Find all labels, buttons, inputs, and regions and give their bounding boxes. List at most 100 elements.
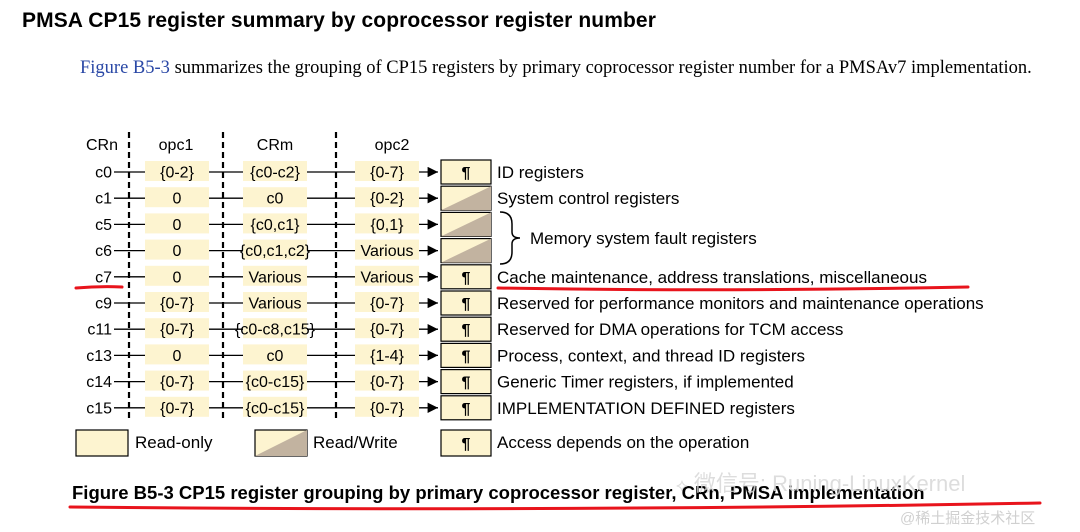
red-underlines (68, 285, 1042, 511)
cell-crm: {c0-c15} (246, 374, 305, 391)
legend-pilcrow-symbol: ¶ (462, 436, 471, 453)
cell-highlight (355, 370, 419, 391)
access-box (440, 264, 492, 290)
cell-highlight (145, 318, 209, 339)
cell-opc1: 0 (173, 217, 182, 234)
cell-highlight (355, 187, 419, 208)
cell-opc2: Various (360, 243, 413, 260)
intro-text: summarizes the grouping of CP15 register… (169, 58, 1032, 78)
access-pilcrow: ¶ (462, 348, 471, 365)
cell-highlight (243, 292, 307, 312)
cell-highlight (243, 265, 307, 286)
cell-opc1: 0 (173, 269, 182, 286)
legend: Read-only Read/Write ¶ Access depends on… (75, 429, 749, 457)
access-box (440, 159, 492, 185)
register-row: c11{0-7}{c0-c8,c15}{0-7}¶Reserved for DM… (87, 316, 843, 342)
fault-registers-brace (499, 211, 521, 265)
cell-crm: Various (248, 269, 301, 286)
cell-crm: {c0-c2} (250, 165, 300, 182)
cell-crm: c0 (267, 348, 284, 365)
cell-crn: c0 (95, 165, 112, 182)
access-box (440, 342, 492, 368)
cell-opc1: 0 (173, 348, 182, 365)
brace-label: Memory system fault registers (530, 229, 757, 248)
cell-crn: c5 (95, 217, 112, 234)
cell-highlight (145, 370, 209, 391)
cell-opc1: 0 (173, 243, 182, 260)
cell-crm: {c0,c1,c2} (240, 243, 311, 260)
cell-crm: {c0-c15} (246, 400, 305, 417)
access-rw-fill (441, 186, 491, 211)
access-box (440, 395, 492, 421)
cell-highlight (145, 239, 209, 260)
watermark: ⟡微信号: Runing-LinuxKernel (676, 466, 965, 498)
cell-highlight (355, 292, 419, 312)
access-pilcrow: ¶ (462, 322, 471, 339)
cell-crn: c9 (95, 296, 112, 313)
column-headers: CRn opc1 CRm opc2 (86, 137, 409, 154)
access-box (440, 369, 492, 395)
cell-highlight (355, 265, 419, 286)
cell-highlight (355, 318, 419, 339)
access-rw-fill (441, 212, 491, 237)
register-row: c0{0-2}{c0-c2}{0-7}¶ID registers (95, 159, 584, 185)
cell-highlight (243, 318, 307, 339)
cell-crn: c7 (95, 269, 112, 286)
row-description: IMPLEMENTATION DEFINED registers (497, 399, 795, 418)
cell-crn: c15 (86, 400, 112, 417)
access-pilcrow: ¶ (462, 375, 471, 392)
section-heading: PMSA CP15 register summary by coprocesso… (22, 9, 656, 32)
legend-read-write-label: Read/Write (313, 433, 398, 452)
cell-opc2: {0-7} (370, 165, 404, 182)
legend-pilcrow-swatch (440, 429, 492, 457)
cell-highlight (243, 187, 307, 208)
cell-highlight (145, 396, 209, 417)
cell-opc1: {0-7} (160, 374, 194, 391)
cell-crm: Various (248, 296, 301, 313)
cell-highlight (243, 213, 307, 234)
cell-highlight (145, 161, 209, 181)
access-pilcrow: ¶ (462, 270, 471, 287)
figure-caption: Figure B5-3 CP15 register grouping by pr… (72, 482, 925, 503)
cell-highlight (145, 292, 209, 312)
row-description: Cache maintenance, address translations,… (497, 268, 927, 287)
register-row: c14{0-7}{c0-c15}{0-7}¶Generic Timer regi… (86, 369, 794, 395)
cell-opc2: {0-7} (370, 400, 404, 417)
legend-read-only-swatch (75, 429, 129, 457)
row-description: ID registers (497, 163, 584, 182)
watermark-corner: @稀土掘金技术社区 (900, 510, 1036, 527)
cell-opc2: {1-4} (370, 348, 404, 365)
cell-opc1: {0-7} (160, 322, 194, 339)
wechat-icon: ⟡ (676, 475, 688, 495)
cell-highlight (243, 370, 307, 391)
row-description: System control registers (497, 189, 679, 208)
cell-crn: c1 (95, 191, 112, 208)
cell-highlight (243, 344, 307, 365)
access-box (440, 290, 492, 316)
register-row: c9{0-7}Various{0-7}¶Reserved for perform… (95, 290, 984, 316)
row-description: Reserved for DMA operations for TCM acce… (497, 320, 843, 339)
cell-opc1: 0 (173, 191, 182, 208)
cell-highlight (243, 161, 307, 181)
register-row: c15{0-7}{c0-c15}{0-7}¶IMPLEMENTATION DEF… (86, 395, 795, 421)
access-pilcrow: ¶ (462, 401, 471, 418)
cell-highlight (243, 396, 307, 417)
cell-highlight (355, 396, 419, 417)
cell-highlight (243, 239, 307, 260)
access-pilcrow: ¶ (462, 296, 471, 313)
access-box (440, 316, 492, 342)
figure-link[interactable]: Figure B5-3 (80, 58, 170, 78)
cell-highlight (355, 239, 419, 260)
row-description: Generic Timer registers, if implemented (497, 373, 794, 392)
cell-crn: c11 (87, 322, 112, 339)
cell-crm: c0 (267, 191, 284, 208)
legend-read-write-fill (255, 430, 307, 456)
row-description: Process, context, and thread ID register… (497, 346, 805, 365)
access-rw-fill (441, 238, 491, 263)
cell-highlight (145, 265, 209, 286)
